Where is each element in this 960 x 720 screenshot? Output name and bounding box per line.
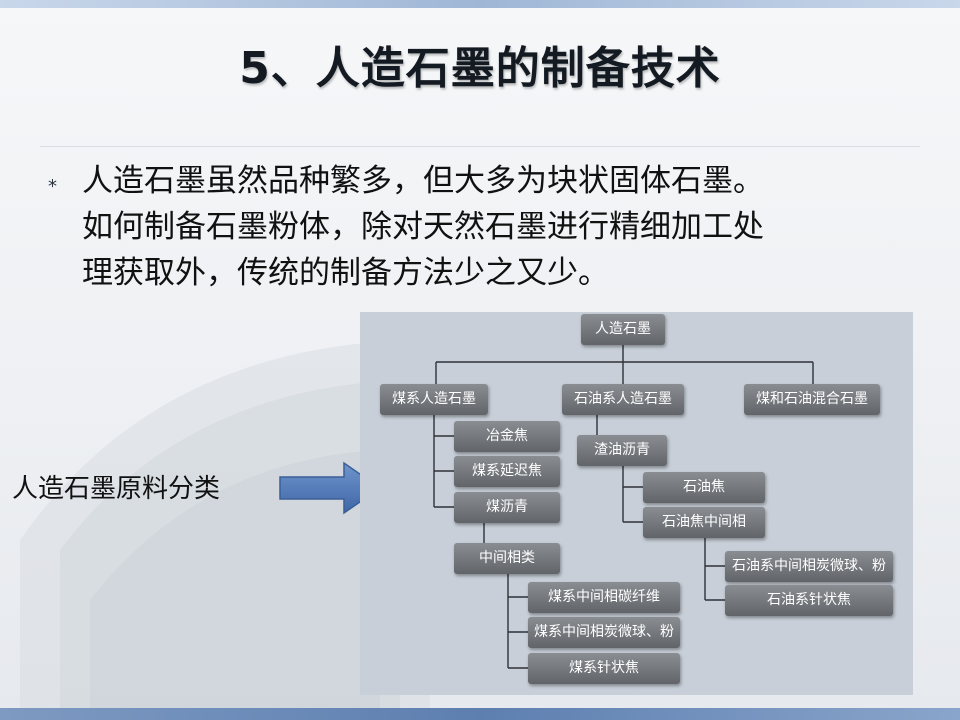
tree-connectors	[433, 345, 814, 669]
node-mesophase: 中间相类	[454, 543, 560, 574]
title-divider	[40, 146, 920, 147]
body-paragraph: 人造石墨虽然品种繁多，但大多为块状固体石墨。 如何制备石墨粉体，除对天然石墨进行…	[82, 158, 922, 296]
node-residue-pitch: 渣油沥青	[577, 435, 667, 466]
node-petroleum-coke-mesophase: 石油焦中间相	[643, 507, 765, 538]
node-coal-based: 煤系人造石墨	[380, 384, 488, 415]
node-coal-delayed-coke: 煤系延迟焦	[454, 456, 560, 487]
bullet-star-icon: *	[48, 176, 57, 197]
classification-tree-diagram: 人造石墨 煤系人造石墨 石油系人造石墨 煤和石油混合石墨 冶金焦 煤系延迟焦 煤…	[360, 312, 913, 695]
node-coal-petroleum-mixed: 煤和石油混合石墨	[744, 384, 880, 415]
node-coal-mesophase-carbon-fiber: 煤系中间相碳纤维	[528, 582, 680, 613]
node-coal-mesophase-microbeads: 煤系中间相炭微球、粉	[528, 617, 680, 648]
paragraph-line-3: 理获取外，传统的制备方法少之又少。	[82, 255, 609, 291]
paragraph-line-1: 人造石墨虽然品种繁多，但大多为块状固体石墨。	[82, 163, 764, 199]
top-accent-bar	[0, 0, 960, 8]
diagram-side-label: 人造石墨原料分类	[12, 474, 221, 504]
node-coal-needle-coke: 煤系针状焦	[528, 653, 680, 684]
node-metallurgical-coke: 冶金焦	[454, 421, 560, 452]
page-title: 5、人造石墨的制备技术	[239, 43, 721, 94]
node-petroleum-based: 石油系人造石墨	[562, 384, 684, 415]
node-petroleum-mesophase-microbeads: 石油系中间相炭微球、粉	[725, 551, 893, 582]
node-coal-pitch: 煤沥青	[454, 492, 560, 523]
node-petroleum-coke: 石油焦	[643, 472, 765, 503]
node-root: 人造石墨	[581, 314, 665, 345]
node-petroleum-needle-coke: 石油系针状焦	[725, 585, 893, 616]
paragraph-line-2: 如何制备石墨粉体，除对天然石墨进行精细加工处	[82, 209, 764, 245]
bottom-accent-bar	[0, 708, 960, 720]
background-fan-painting	[20, 340, 430, 720]
